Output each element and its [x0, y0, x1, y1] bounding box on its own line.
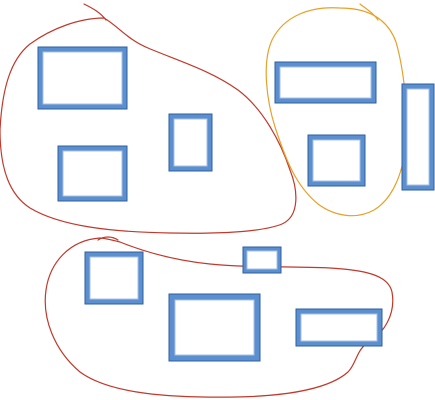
top-right-lasso-tail: [359, 3, 379, 21]
box-top-left-large[interactable]: [37, 46, 128, 110]
box-top-left-small[interactable]: [57, 145, 128, 202]
box-bottom-left[interactable]: [84, 251, 144, 305]
box-bottom-middle-large[interactable]: [168, 293, 261, 362]
box-right-tall[interactable]: [401, 83, 435, 191]
box-top-right-wide[interactable]: [274, 61, 377, 104]
box-bottom-right-wide[interactable]: [295, 308, 383, 347]
box-top-middle[interactable]: [168, 113, 213, 172]
top-left-lasso: [0, 17, 297, 234]
box-top-right-small[interactable]: [307, 134, 366, 187]
box-bottom-tiny[interactable]: [242, 246, 282, 274]
bottom-lasso-tail: [97, 236, 119, 241]
bottom-lasso: [44, 237, 394, 398]
top-right-lasso: [265, 7, 408, 217]
top-left-lasso-tail: [83, 3, 107, 21]
